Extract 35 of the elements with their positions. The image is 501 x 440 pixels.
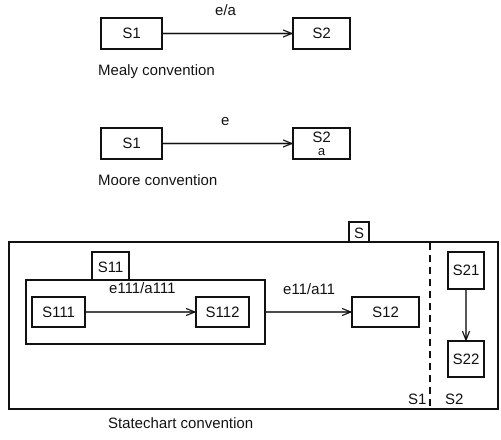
state-name: S12 bbox=[372, 304, 399, 320]
state-box bbox=[447, 340, 485, 378]
state-box bbox=[292, 17, 351, 50]
state-name: S2 bbox=[312, 130, 331, 145]
state-box bbox=[100, 127, 163, 160]
transition-arrow bbox=[163, 29, 293, 38]
region-label: S1 bbox=[408, 392, 426, 408]
state-name: S22 bbox=[452, 352, 480, 366]
state-name: S112 bbox=[206, 304, 240, 320]
edge-label: e/a bbox=[214, 4, 237, 18]
state-name: S1 bbox=[122, 136, 141, 151]
state-box bbox=[292, 127, 351, 160]
state-name: S2 bbox=[312, 26, 331, 41]
transition-arrow bbox=[266, 308, 352, 316]
edge-label: e11/a11 bbox=[282, 283, 336, 297]
state-box bbox=[447, 251, 485, 290]
state-box bbox=[100, 17, 163, 50]
state-name: S111 bbox=[42, 304, 75, 320]
state-name-tab: S11 bbox=[91, 251, 130, 281]
state-box bbox=[351, 296, 420, 328]
transition-arrow bbox=[163, 139, 293, 148]
diagram-caption: Moore convention bbox=[98, 173, 218, 189]
edge-label: e bbox=[220, 114, 230, 128]
state-name-tab: S bbox=[348, 221, 370, 243]
region-label: S2 bbox=[445, 392, 464, 408]
state-box bbox=[31, 296, 86, 328]
transition-arrow bbox=[86, 308, 196, 316]
state-name: S1 bbox=[122, 26, 141, 41]
transition-arrow bbox=[462, 290, 470, 341]
diagram-caption: Statechart convention bbox=[108, 416, 254, 432]
state-name: S21 bbox=[452, 263, 480, 278]
state-box bbox=[195, 296, 250, 328]
edge-label: e111/a111 bbox=[108, 282, 176, 296]
state-action: a bbox=[318, 145, 326, 157]
diagram-caption: Mealy convention bbox=[98, 63, 215, 79]
